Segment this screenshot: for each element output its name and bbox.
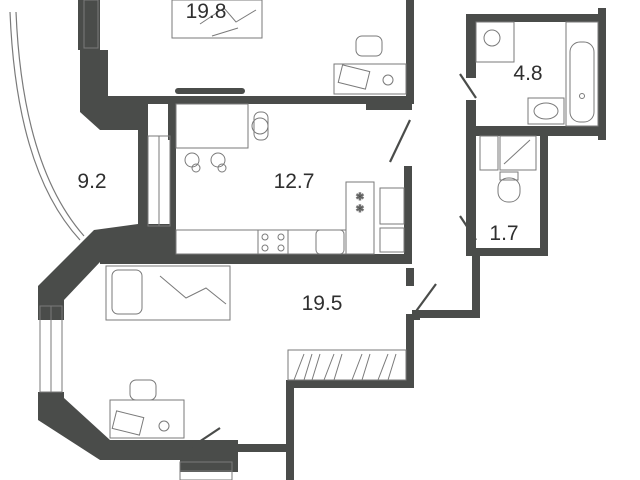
room-area-bedroom-top: 19.8 [186, 0, 227, 23]
kitchen-furniture: ✱ ✱ [175, 103, 405, 255]
doors [189, 73, 477, 449]
svg-text:✱: ✱ [356, 204, 364, 215]
room-labels: 19.8 9.2 12.7 4.8 1.7 19.5 [77, 0, 542, 315]
room-area-toilet: 1.7 [489, 222, 518, 245]
room-area-bathroom: 4.8 [513, 62, 542, 85]
room-area-kitchen: 12.7 [274, 170, 315, 193]
walls [38, 0, 606, 480]
bottom-bedroom-furniture [105, 265, 407, 439]
room-area-bedroom-bottom: 19.5 [302, 292, 343, 315]
bathroom-fixtures [475, 21, 599, 203]
windows [39, 0, 233, 480]
svg-text:✱: ✱ [356, 192, 364, 203]
room-area-balcony: 9.2 [77, 170, 106, 193]
top-bedroom-furniture [171, 0, 407, 95]
balcony-glazing [9, 11, 85, 241]
